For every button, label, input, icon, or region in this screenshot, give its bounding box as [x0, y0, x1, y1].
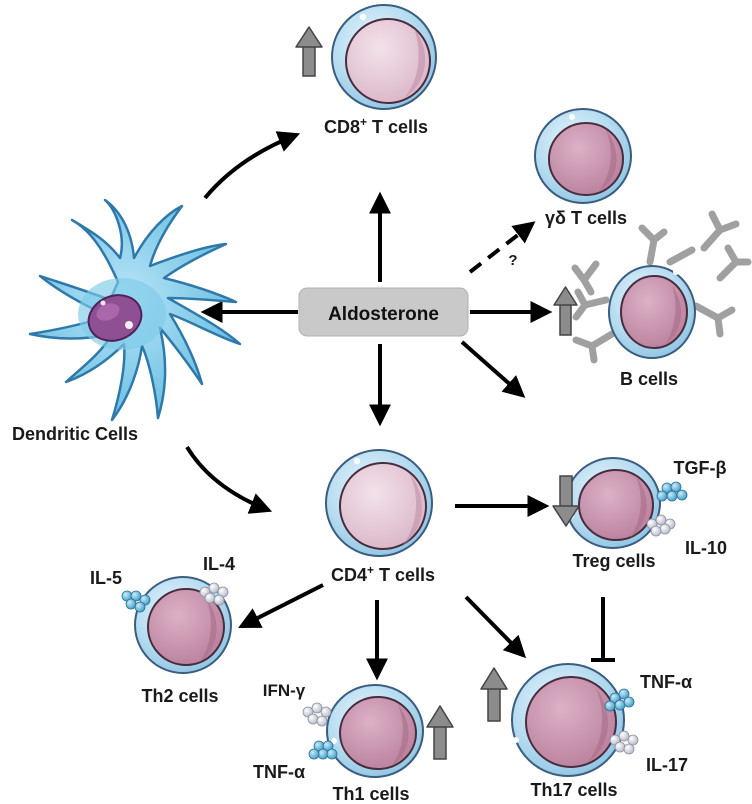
arrow-aldo-to-treg: [460, 340, 526, 398]
treg-label: Treg cells: [572, 551, 655, 571]
th2-label: Th2 cells: [141, 686, 218, 706]
gd-question: ?: [508, 252, 517, 269]
il4-label: IL-4: [203, 554, 235, 574]
aldosterone-box: Aldosterone: [298, 287, 469, 337]
tnf-alpha-th17-beads: [604, 688, 635, 712]
il10-beads: [646, 514, 676, 537]
th1-trend-up-icon: [426, 705, 454, 760]
il5-label: IL-5: [90, 568, 122, 588]
tgf-beta-beads: [656, 481, 688, 502]
gd-t-cell: [534, 108, 632, 204]
arrow-cd4-to-th2: [238, 583, 324, 628]
aldosterone-label: Aldosterone: [328, 304, 439, 325]
antibody-icons: [571, 210, 752, 364]
il10-label: IL-10: [685, 538, 727, 558]
b-cell: [571, 210, 752, 364]
arrows: [185, 131, 615, 681]
dendritic-label: Dendritic Cells: [12, 424, 138, 444]
b-trend-up-icon: [553, 286, 578, 336]
il5-beads: [121, 590, 151, 613]
th17-cell: [511, 663, 625, 777]
dendritic-cell: [28, 198, 242, 422]
ifn-gamma-label: IFN-γ: [263, 681, 306, 700]
treg-trend-down-icon: [552, 475, 580, 527]
tnf-alpha-th1-beads: [308, 740, 338, 760]
cd8-trend-up-icon: [295, 26, 323, 77]
tnf-alpha-th17-label: TNF-α: [640, 672, 692, 692]
arrow-dc-to-cd4: [185, 445, 273, 514]
th17-label: Th17 cells: [530, 780, 617, 800]
tnf-alpha-th1-label: TNF-α: [253, 762, 305, 782]
gd-label: γδ T cells: [545, 208, 627, 228]
th1-label: Th1 cells: [332, 784, 409, 804]
il17-beads: [609, 730, 639, 755]
cd4-t-cell: [325, 449, 433, 557]
arrow-cd4-to-th17: [464, 595, 527, 659]
il17-label: IL-17: [646, 755, 688, 775]
il4-beads: [199, 582, 229, 606]
ifn-gamma-beads: [302, 702, 332, 727]
tgf-beta-label: TGF-β: [674, 458, 727, 478]
inhibition-treg-to-th17: [591, 597, 615, 662]
cd8-label: CD8+ T cells: [324, 115, 428, 137]
cd4-label: CD4+ T cells: [331, 563, 435, 585]
th17-trend-up-icon: [480, 667, 508, 722]
b-label: B cells: [620, 369, 678, 389]
arrow-aldo-to-gd: [468, 221, 536, 274]
treg-cell: [565, 457, 661, 549]
cd8-t-cell: [331, 4, 437, 110]
th1-cell: [326, 684, 424, 778]
arrow-dc-to-cd8: [203, 131, 301, 200]
